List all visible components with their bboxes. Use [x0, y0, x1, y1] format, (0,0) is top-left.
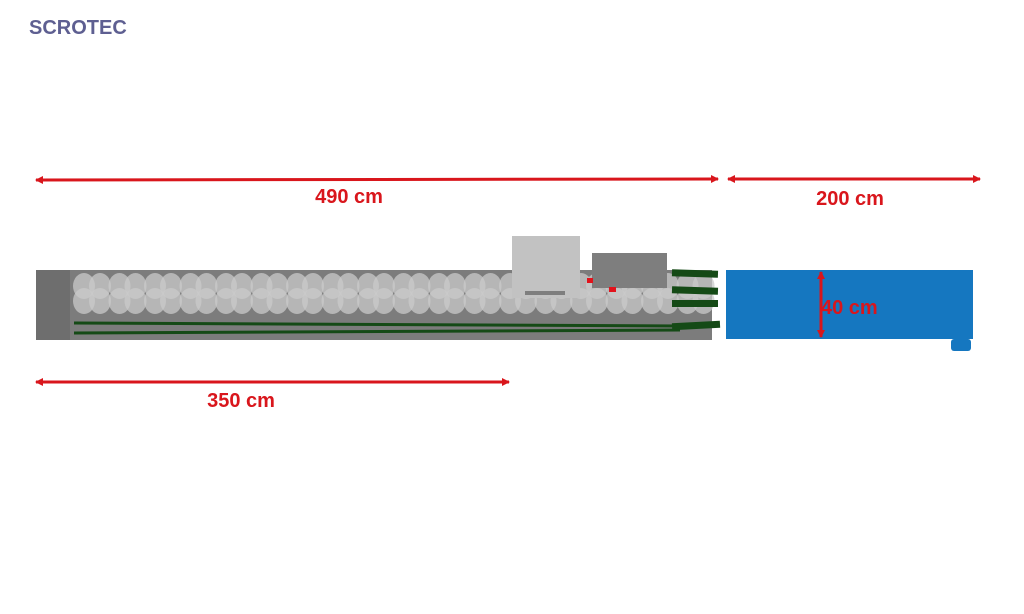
roller	[463, 288, 486, 314]
roller	[179, 288, 202, 314]
roller	[108, 288, 131, 314]
roller	[605, 288, 628, 314]
transfer-finger	[671, 286, 719, 295]
total-length-label: 490 cm	[315, 186, 383, 208]
control-unit	[587, 253, 667, 292]
roller	[250, 288, 273, 314]
roller	[160, 288, 182, 314]
roller	[641, 288, 663, 314]
guide-rail-top	[73, 321, 681, 328]
roller	[621, 288, 644, 314]
guide-rail-bottom	[73, 328, 681, 335]
transfer-finger	[671, 269, 719, 278]
roller	[144, 288, 166, 314]
roller	[657, 288, 679, 314]
roller	[124, 288, 147, 314]
transfer-fingers	[671, 269, 721, 331]
table-height-label: 40 cm	[821, 297, 878, 319]
sensor-indicator-left	[587, 278, 593, 283]
roller	[337, 288, 360, 314]
total-length-dimension-line	[35, 175, 719, 184]
roller	[357, 288, 379, 314]
roller	[215, 288, 237, 314]
roller	[195, 288, 218, 314]
roller	[89, 288, 111, 314]
roller	[479, 288, 502, 314]
transfer-finger	[672, 300, 718, 307]
brand-logo: SCROTEC	[29, 17, 127, 39]
saw-base-slot	[525, 291, 565, 295]
roller	[444, 288, 466, 314]
roller	[373, 288, 395, 314]
roller	[302, 288, 324, 314]
roller	[231, 288, 253, 314]
roller	[408, 288, 431, 314]
roller	[586, 288, 608, 314]
conveyor-end-cap	[36, 270, 70, 340]
outfeed-table	[726, 270, 973, 351]
table-length-label: 200 cm	[816, 188, 884, 210]
roller	[392, 288, 415, 314]
sensor-indicator-right	[609, 287, 616, 292]
saw-housing	[512, 236, 580, 298]
table-surface	[726, 270, 973, 339]
transfer-finger	[671, 320, 721, 331]
table-foot	[951, 339, 971, 351]
roller	[428, 288, 450, 314]
control-housing	[592, 253, 667, 288]
roller	[321, 288, 344, 314]
saw-unit	[512, 236, 580, 298]
roller	[266, 288, 289, 314]
roller-length-label: 350 cm	[207, 390, 275, 412]
roller	[73, 288, 95, 314]
roller	[286, 288, 308, 314]
